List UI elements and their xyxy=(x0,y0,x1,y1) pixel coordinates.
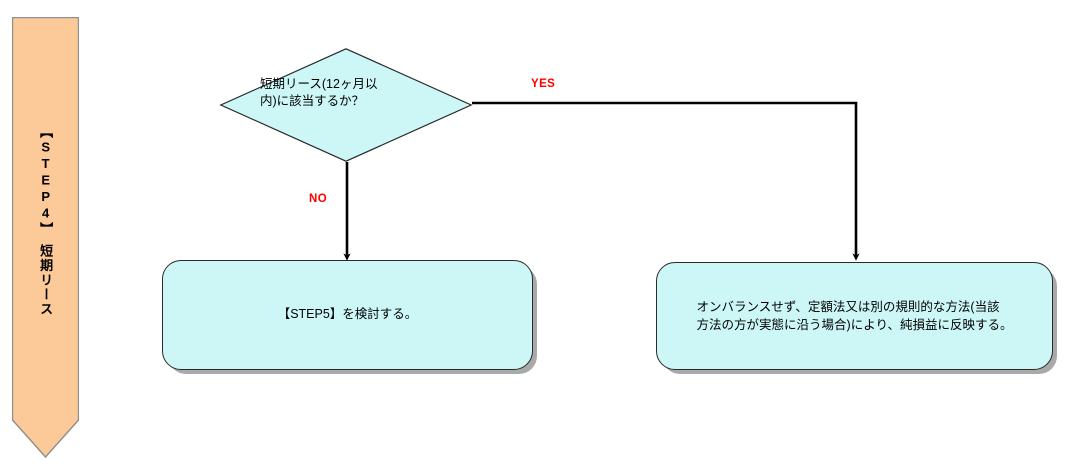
process-node-offbalance-line2: 方法の方が実態に沿う場合)により、純損益に反映する。 xyxy=(696,318,1013,332)
decision-node-text-line1: 短期リース(12ヶ月以 xyxy=(260,77,378,91)
step-banner-title: 【STEP4】 xyxy=(38,125,54,237)
process-node-step5: 【STEP5】を検討する。 xyxy=(162,260,533,370)
edge-label-yes: YES xyxy=(531,78,556,90)
decision-node-outline-icon xyxy=(220,48,472,162)
connector-yes-line xyxy=(472,101,860,261)
process-node-step5-text: 【STEP5】を検討する。 xyxy=(277,307,418,322)
decision-node-text-line2: 内)に該当するか？ xyxy=(260,93,365,108)
step-banner-outline-icon xyxy=(12,17,79,458)
step-banner: 【STEP4】 短期リース xyxy=(12,17,79,458)
decision-node-text: 短期リース(12ヶ月以 内)に該当するか？ xyxy=(260,76,436,109)
process-node-offbalance-line1: オンバランスせず、定額法又は別の規則的な方法(当該 xyxy=(696,299,1000,314)
step-banner-label: 【STEP4】 短期リース xyxy=(12,125,79,316)
process-node-offbalance: オンバランスせず、定額法又は別の規則的な方法(当該 方法の方が実態に沿う場合)に… xyxy=(656,262,1053,370)
process-node-offbalance-text: オンバランスせず、定額法又は別の規則的な方法(当該 方法の方が実態に沿う場合)に… xyxy=(686,298,1024,335)
step-banner-subtitle: 短期リース xyxy=(38,243,54,317)
decision-node: 短期リース(12ヶ月以 内)に該当するか？ xyxy=(220,48,472,162)
edge-label-no: NO xyxy=(309,193,328,205)
